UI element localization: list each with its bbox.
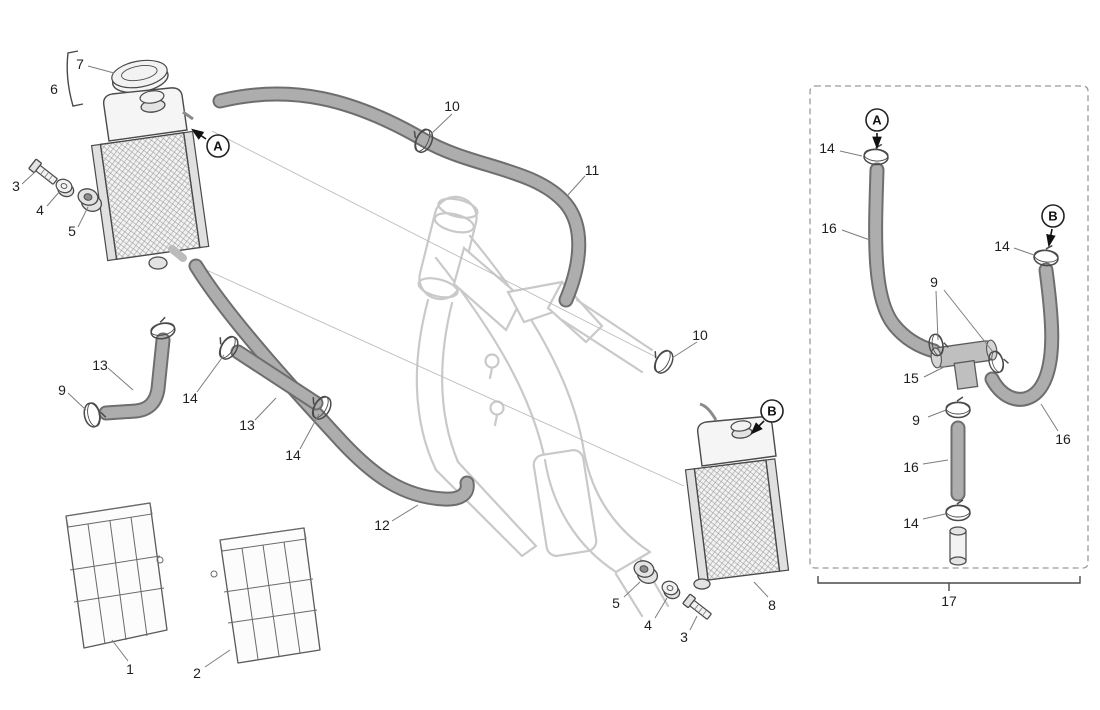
bracket-6 bbox=[66, 50, 84, 107]
marker-a-detail-label: A bbox=[872, 113, 882, 128]
callout-12: 12 bbox=[374, 517, 390, 533]
left-radiator-core bbox=[90, 130, 210, 262]
radiator-guard-2 bbox=[210, 527, 321, 664]
callout-14e: 14 bbox=[903, 515, 919, 531]
callout-9b: 9 bbox=[930, 274, 938, 290]
callout-3a: 3 bbox=[12, 178, 20, 194]
callout-4b: 4 bbox=[644, 617, 652, 633]
grommet-5-right bbox=[630, 558, 662, 587]
callout-9c: 9 bbox=[912, 412, 920, 428]
callout-10a: 10 bbox=[444, 98, 460, 114]
marker-a-detail: A bbox=[865, 108, 889, 150]
hose-13-elbow bbox=[100, 334, 169, 419]
callout-16b: 16 bbox=[1055, 431, 1071, 447]
callout-16a: 16 bbox=[821, 220, 837, 236]
callout-15: 15 bbox=[903, 370, 919, 386]
detail-panel bbox=[809, 85, 1089, 591]
callout-labels: 7 6 3 4 5 10 11 13 9 14 13 14 12 10 8 5 … bbox=[12, 56, 1071, 681]
pipe-stub bbox=[949, 526, 967, 566]
callout-14c: 14 bbox=[819, 140, 835, 156]
callout-10b: 10 bbox=[692, 327, 708, 343]
marker-a-main-label: A bbox=[213, 139, 223, 154]
callout-8: 8 bbox=[768, 597, 776, 613]
hose-16-right bbox=[986, 264, 1058, 405]
callout-14d: 14 bbox=[994, 238, 1010, 254]
right-radiator bbox=[684, 402, 790, 590]
hose-13-straight bbox=[232, 346, 322, 409]
callout-7: 7 bbox=[76, 56, 84, 72]
clamp-14-detail-bottom bbox=[945, 499, 971, 522]
callout-17: 17 bbox=[941, 593, 957, 609]
hose-16-left bbox=[870, 164, 940, 357]
motorcycle-frame-outline bbox=[415, 195, 670, 618]
marker-a-main: A bbox=[191, 128, 230, 158]
callout-13b: 13 bbox=[239, 417, 255, 433]
hose-11 bbox=[214, 88, 585, 306]
callout-leader-lines bbox=[21, 65, 1059, 668]
callout-14b: 14 bbox=[285, 447, 301, 463]
clamp-9-detail-bottom bbox=[945, 396, 971, 419]
left-radiator-outlet bbox=[148, 256, 168, 270]
callout-16c: 16 bbox=[903, 459, 919, 475]
hose-12 bbox=[190, 260, 473, 505]
clamp-14-detail-a bbox=[862, 142, 890, 167]
callout-11: 11 bbox=[585, 162, 600, 178]
hoses-main bbox=[98, 86, 587, 507]
marker-b-detail-label: B bbox=[1048, 209, 1057, 224]
callout-9a: 9 bbox=[58, 382, 66, 398]
left-radiator bbox=[66, 50, 210, 270]
routing-leader-lines bbox=[201, 130, 685, 487]
callout-3b: 3 bbox=[680, 629, 688, 645]
callout-4a: 4 bbox=[36, 202, 44, 218]
radiator-guard-1 bbox=[65, 502, 168, 649]
left-radiator-tank bbox=[102, 87, 188, 142]
marker-b-main-label: B bbox=[767, 404, 776, 419]
callout-14a: 14 bbox=[182, 390, 198, 406]
callout-6: 6 bbox=[50, 81, 58, 97]
clamp-9-main bbox=[81, 399, 108, 430]
group-bracket-17 bbox=[817, 576, 1081, 584]
callout-1: 1 bbox=[126, 661, 134, 677]
right-radiator-outlet bbox=[693, 578, 711, 590]
marker-b-detail: B bbox=[1041, 204, 1065, 248]
callout-5b: 5 bbox=[612, 595, 620, 611]
callout-2: 2 bbox=[193, 665, 201, 681]
detail-panel-border bbox=[809, 85, 1089, 569]
radiator-cap bbox=[111, 59, 169, 94]
callout-13a: 13 bbox=[92, 357, 108, 373]
bolt-3-left bbox=[28, 158, 60, 188]
bolt-3-right bbox=[682, 593, 714, 623]
marker-b-main: B bbox=[750, 399, 784, 435]
right-radiator-core bbox=[684, 458, 790, 582]
callout-5a: 5 bbox=[68, 223, 76, 239]
